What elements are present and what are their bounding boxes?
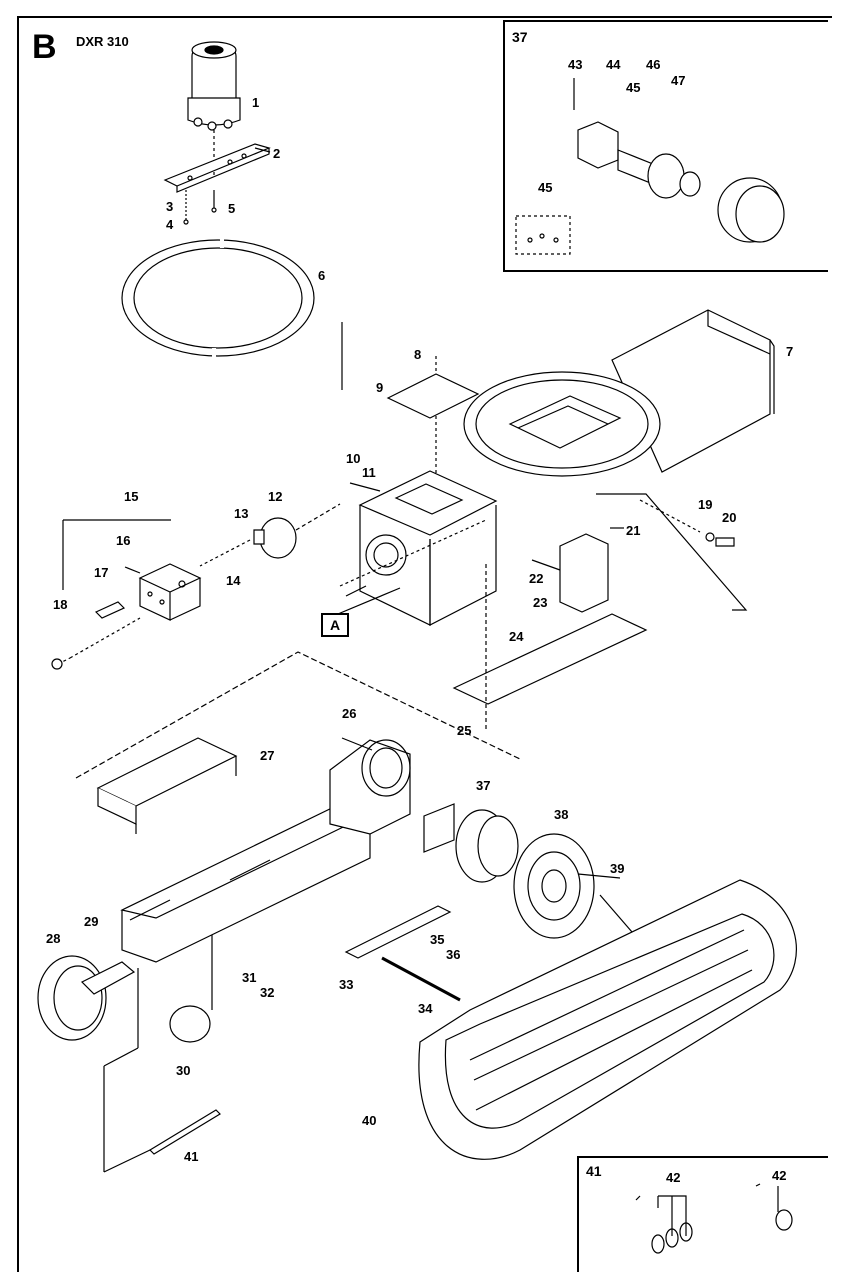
part-label-9: 9 xyxy=(376,380,384,395)
part-label-7: 7 xyxy=(786,344,794,359)
track-frame xyxy=(122,740,410,962)
part-label-2: 2 xyxy=(273,146,281,161)
part-label-15: 15 xyxy=(124,489,139,504)
part-label-42b: 42 xyxy=(772,1168,787,1183)
part-label-31: 31 xyxy=(242,970,257,985)
part-label-41: 41 xyxy=(184,1149,199,1164)
model-name: DXR 310 xyxy=(76,34,129,49)
part-label-26: 26 xyxy=(342,706,357,721)
part-label-37: 37 xyxy=(476,778,491,793)
part-label-21: 21 xyxy=(626,523,641,538)
inset-37-drawing xyxy=(516,78,784,254)
part-label-38: 38 xyxy=(554,807,569,822)
part-label-45a: 45 xyxy=(626,80,641,95)
part-label-45b: 45 xyxy=(538,180,553,195)
part-label-11: 11 xyxy=(362,465,376,480)
rubber-track xyxy=(419,880,796,1159)
accumulator xyxy=(254,518,296,558)
part-label-16: 16 xyxy=(116,533,131,548)
part-label-27: 27 xyxy=(260,748,275,763)
part-label-24: 24 xyxy=(509,629,524,644)
part-label-4: 4 xyxy=(166,217,174,232)
part-label-28: 28 xyxy=(46,931,61,946)
sprocket xyxy=(514,834,594,938)
part-label-44: 44 xyxy=(606,57,621,72)
part-label-40: 40 xyxy=(362,1113,377,1128)
part-label-46: 46 xyxy=(646,57,661,72)
idler-wheel xyxy=(38,956,134,1040)
inset-41-drawing xyxy=(636,1184,792,1253)
inset-drive-motor-detail xyxy=(503,20,828,272)
part-label-12: 12 xyxy=(268,489,283,504)
drive-motor xyxy=(424,804,518,882)
part-label-20: 20 xyxy=(722,510,737,525)
slew-motor xyxy=(188,42,240,175)
part-label-10: 10 xyxy=(346,451,361,466)
inset-pin-detail xyxy=(577,1156,828,1272)
frame-box xyxy=(360,471,496,625)
part-label-43: 43 xyxy=(568,57,583,72)
page-frame xyxy=(17,16,832,1272)
part-label-6: 6 xyxy=(318,268,326,283)
upper-frame xyxy=(464,310,774,476)
callout-a: A xyxy=(321,613,349,637)
part-label-47: 47 xyxy=(671,73,686,88)
part-label-8: 8 xyxy=(414,347,422,362)
part-label-3: 3 xyxy=(166,199,174,214)
part-label-19: 19 xyxy=(698,497,713,512)
part-label-35: 35 xyxy=(430,932,445,947)
part-label-30: 30 xyxy=(176,1063,191,1078)
part-label-33: 33 xyxy=(339,977,354,992)
part-label-23: 23 xyxy=(533,595,548,610)
undercarriage-frame xyxy=(98,738,236,834)
part-label-13: 13 xyxy=(234,506,249,521)
part-label-17: 17 xyxy=(94,565,109,580)
part-label-5: 5 xyxy=(228,201,236,216)
part-label-39: 39 xyxy=(610,861,625,876)
part-label-29: 29 xyxy=(84,914,99,929)
sheet-letter: B xyxy=(32,28,57,66)
part-label-36: 36 xyxy=(446,947,461,962)
inset-41-title: 41 xyxy=(586,1163,602,1179)
part-label-1: 1 xyxy=(252,95,260,110)
part-label-25: 25 xyxy=(457,723,472,738)
part-label-34: 34 xyxy=(418,1001,433,1016)
inset-37-title: 37 xyxy=(512,29,528,45)
part-label-32: 32 xyxy=(260,985,275,1000)
part-label-18: 18 xyxy=(53,597,68,612)
part-label-22: 22 xyxy=(529,571,544,586)
part-label-42a: 42 xyxy=(666,1170,681,1185)
part-label-14: 14 xyxy=(226,573,241,588)
valve-block xyxy=(140,564,200,620)
turntable-ring xyxy=(122,238,314,358)
